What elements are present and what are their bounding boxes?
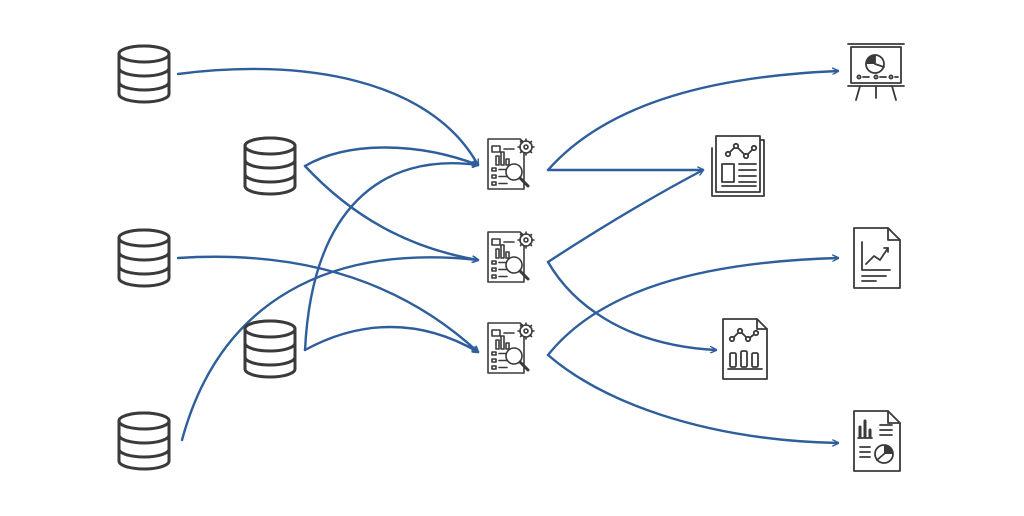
edge-p3-o5 (546, 353, 840, 443)
pie-chart-report-icon (853, 410, 901, 472)
edge-db3-p3 (176, 255, 478, 352)
data-processors (486, 137, 536, 375)
edge-p2-o2 (546, 168, 703, 264)
edge-db4-p3 (303, 325, 478, 352)
edge-db1-p1 (176, 67, 478, 165)
database-icon (117, 228, 171, 288)
presentation-board-icon (847, 43, 905, 101)
edge-db5-p2 (180, 257, 478, 442)
database-icon (243, 136, 297, 196)
edge-p2-o4 (546, 260, 716, 350)
edge-db2-p2 (303, 164, 478, 260)
database-icon (117, 44, 171, 104)
data-analysis-report-icon (486, 321, 536, 375)
data-analysis-report-icon (486, 230, 536, 284)
line-chart-document-icon (853, 227, 901, 289)
edge-p3-o3 (546, 258, 840, 357)
data-analysis-report-icon (486, 137, 536, 191)
connections (176, 67, 840, 443)
newspaper-report-icon (711, 135, 765, 197)
report-outputs (711, 43, 905, 472)
edge-p1-o1 (546, 71, 840, 172)
database-icon (243, 319, 297, 379)
edge-db4-p1 (303, 163, 478, 352)
chart-document-icon (722, 318, 768, 380)
edge-db2-p1 (303, 146, 478, 168)
database-icon (117, 411, 171, 471)
